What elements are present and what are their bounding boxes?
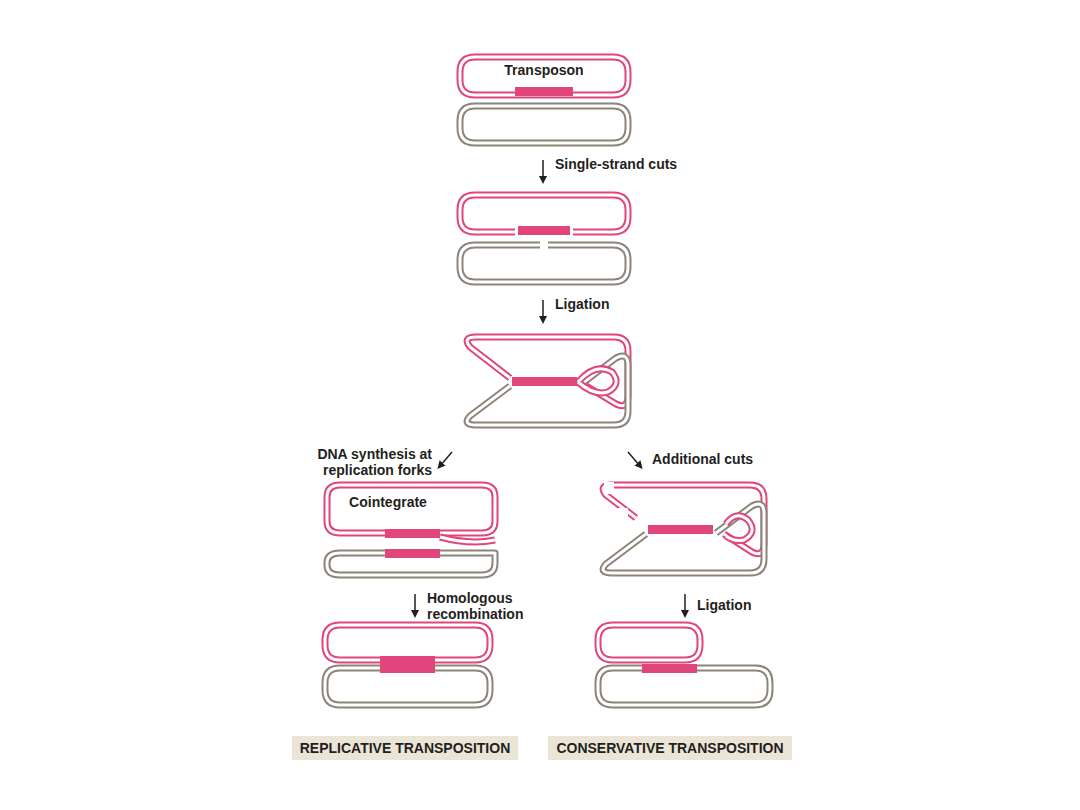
dna-strand-gap <box>467 337 628 406</box>
transposon-segment <box>648 525 713 534</box>
strand-loop <box>578 369 616 393</box>
step-label: DNA synthesis at replication forks <box>282 446 432 478</box>
transposon-segment <box>380 664 435 673</box>
dna-strand-gap <box>726 516 752 541</box>
joined-strand <box>467 356 628 425</box>
node-text: CONSERVATIVE TRANSPOSITION <box>556 740 783 756</box>
dna-strand-gap <box>325 625 490 660</box>
transposon-label-area: Transposon <box>504 62 583 78</box>
strand-cut <box>604 482 614 494</box>
cointegrate-strand <box>327 485 495 533</box>
dna-strand-gap <box>460 245 628 282</box>
dna-strand-gap <box>467 356 628 425</box>
dna-strand-gap <box>598 625 700 660</box>
joined-strand <box>467 337 628 406</box>
dna-strand-gap <box>603 485 764 554</box>
transposon-copy <box>385 549 440 558</box>
nicked-target-plasmid <box>460 245 628 282</box>
step-label: Additional cuts <box>652 451 753 467</box>
dna-strand-gap <box>603 504 764 573</box>
strand-loop <box>726 516 752 541</box>
cut-strand <box>603 485 764 554</box>
transposon-segment <box>512 377 577 386</box>
target-plasmid <box>460 106 628 143</box>
step-label: Ligation <box>697 597 751 613</box>
step-label: Single-strand cuts <box>555 156 677 172</box>
step-arrow <box>628 452 640 466</box>
strand-cut <box>618 508 628 520</box>
cointegrate-label-area: Cointegrate <box>349 494 427 510</box>
step-arrow <box>414 594 416 614</box>
node-text: Cointegrate <box>349 494 427 510</box>
transposon-segment <box>380 656 435 665</box>
dna-strand-gap <box>460 106 628 143</box>
cut-strand <box>603 504 764 573</box>
step-arrow <box>684 594 686 614</box>
target-plasmid <box>598 668 770 705</box>
transposon-copy <box>385 529 440 538</box>
result-band: CONSERVATIVE TRANSPOSITION <box>548 736 791 760</box>
node-text: REPLICATIVE TRANSPOSITION <box>300 740 511 756</box>
transposon-segment <box>515 87 573 96</box>
result-band: REPLICATIVE TRANSPOSITION <box>292 736 519 760</box>
transposon-segment <box>518 226 570 235</box>
dna-strand-gap <box>327 485 495 533</box>
cointegrate-strand <box>440 537 495 542</box>
donor-plasmid <box>325 625 490 660</box>
dna-strand-gap <box>440 537 495 542</box>
step-label: Homologous recombination <box>427 590 537 622</box>
dna-strand-gap <box>578 369 616 393</box>
donor-remnant <box>598 625 700 660</box>
target-plasmid <box>325 668 490 705</box>
transposon-segment <box>642 664 697 673</box>
dna-strand-gap <box>325 668 490 705</box>
transposon-plasmid <box>460 57 628 95</box>
node-text: Transposon <box>504 62 583 78</box>
step-arrow <box>440 452 452 466</box>
step-label: Ligation <box>555 296 609 312</box>
dna-strand-gap <box>460 57 628 95</box>
step-arrow <box>542 300 544 320</box>
dna-strand-gap <box>598 668 770 705</box>
step-arrow <box>542 160 544 180</box>
